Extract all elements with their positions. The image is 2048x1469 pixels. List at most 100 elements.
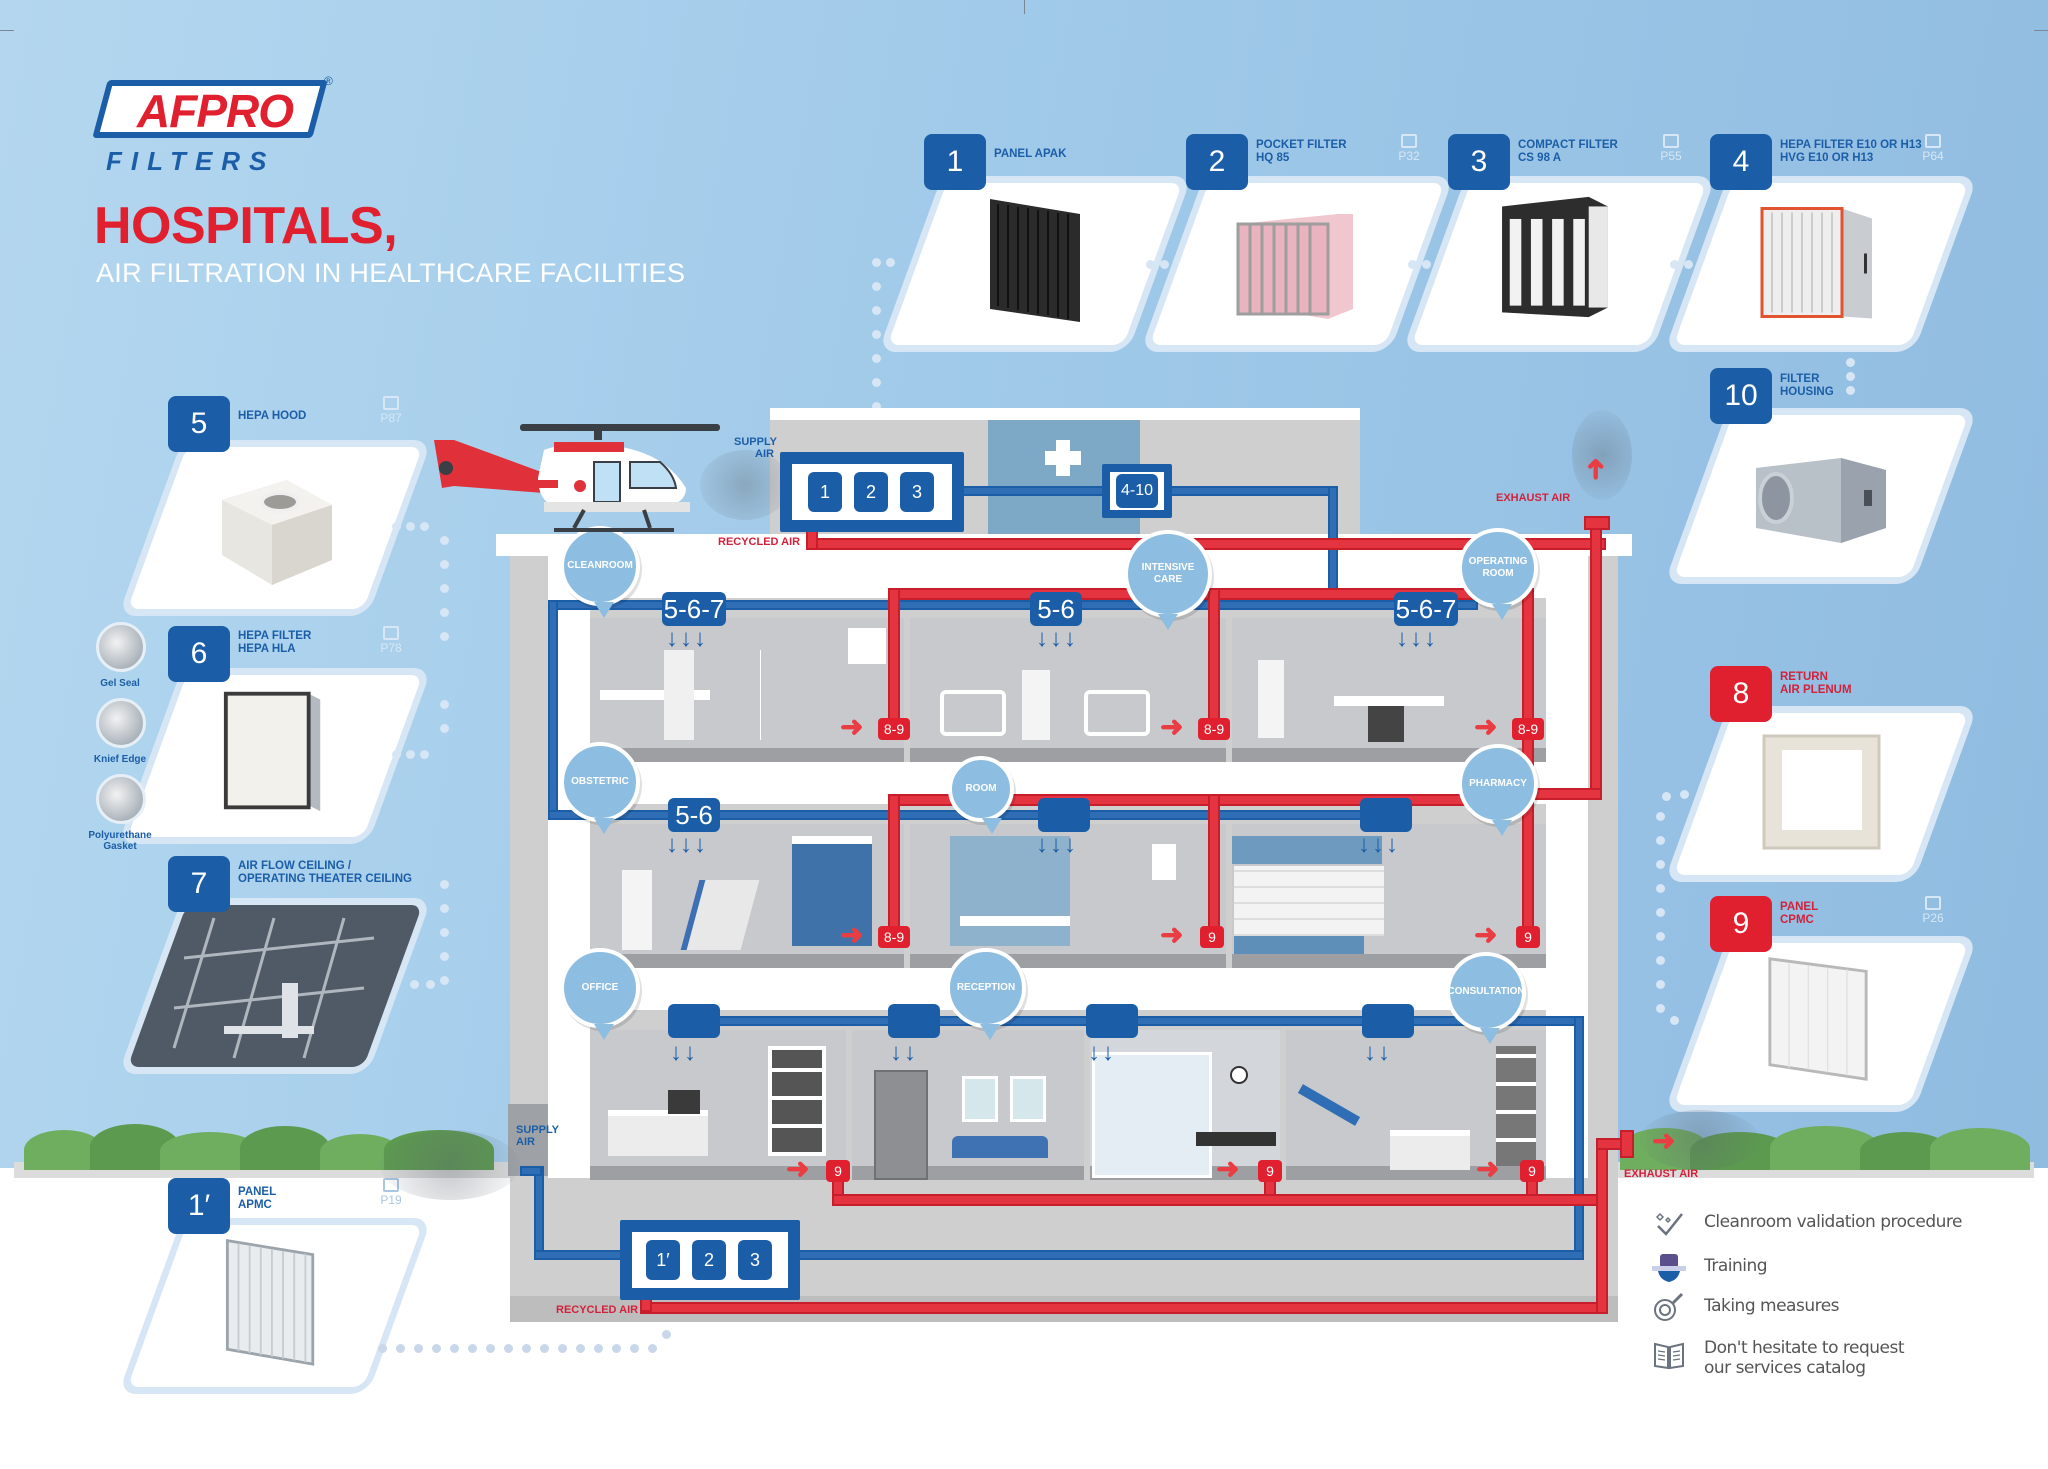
product-badge-9: 9: [1710, 896, 1772, 952]
catalog-page-ref[interactable]: P87: [376, 396, 406, 424]
product-card-pocket-filter[interactable]: [1139, 176, 1455, 352]
hospital-bed: [940, 690, 1006, 736]
hospital-bed: [600, 690, 710, 700]
product-card-hepa-hla[interactable]: [117, 668, 433, 844]
connector-dot: [1656, 980, 1665, 989]
air-handling-unit-basement[interactable]: 1′ 2 3: [620, 1220, 800, 1300]
product-card-filter-housing[interactable]: [1663, 408, 1979, 584]
service-training[interactable]: Training: [1704, 1256, 1768, 1276]
page-number: P26: [1922, 911, 1944, 925]
book-icon: [383, 626, 399, 640]
product-name-7: AIR FLOW CEILING /OPERATING THEATER CEIL…: [238, 860, 412, 886]
product-card-panel-cpmc[interactable]: [1663, 936, 1979, 1112]
service-taking-measures[interactable]: Taking measures: [1704, 1296, 1840, 1316]
room-label-pharmacy[interactable]: PHARMACY: [1458, 744, 1538, 836]
catalog-page-ref[interactable]: P64: [1918, 134, 1948, 162]
product-card-panel-apmc[interactable]: [117, 1218, 433, 1394]
product-badge-1: 1: [924, 134, 986, 190]
medical-cross-icon: [1045, 451, 1081, 465]
supply-airflow-arrows-icon: ↓↓↓: [666, 625, 708, 652]
label-line: Polyurethane: [88, 830, 152, 841]
name-line: HVG E10 or H13: [1780, 152, 1874, 164]
connector-dot: [406, 750, 415, 759]
product-card-compact-filter[interactable]: [1401, 176, 1717, 352]
room-label-cleanroom[interactable]: CLEANROOM: [560, 526, 640, 618]
name-line: RETURN: [1780, 671, 1828, 683]
return-airflow-arrow-icon: ➜: [1160, 711, 1184, 742]
name-line: CPMC: [1780, 914, 1814, 926]
operating-ceiling-image: [172, 917, 375, 1059]
connector-dot: [1846, 372, 1855, 381]
catalog-page-ref[interactable]: P26: [1918, 896, 1948, 924]
recycled-air-label: RECYCLED AIR: [556, 1304, 639, 1316]
return-airflow-arrow-icon: ➜: [1474, 919, 1498, 950]
catalog-page-ref[interactable]: P78: [376, 626, 406, 654]
product-card-hepa-hood[interactable]: [117, 440, 433, 616]
return-airflow-arrow-icon: ➜: [1476, 1153, 1500, 1184]
page-number: P64: [1922, 149, 1944, 163]
exhaust-particles: [1640, 1110, 1760, 1170]
connector-dot: [1670, 1016, 1679, 1025]
supply-airflow-arrows-icon: ↓↓: [890, 1039, 918, 1066]
room-label-obstetric[interactable]: OBSTETRIC: [560, 742, 640, 834]
room-label-room[interactable]: ROOM: [948, 756, 1014, 834]
connector-dot: [378, 1344, 387, 1353]
return-unit-office: 9: [826, 1160, 850, 1182]
product-card-panel-apak[interactable]: [877, 176, 1193, 352]
crop-mark: [1024, 0, 1025, 14]
product-card-hepa-hvg[interactable]: [1663, 176, 1979, 352]
supply-unit-cleanroom: 5-6-7: [662, 592, 726, 626]
waiting-chairs: [952, 1136, 1048, 1158]
air-handling-unit-top[interactable]: 1 2 3: [780, 452, 964, 532]
product-badge-7: 7: [168, 856, 230, 912]
connector-dot: [420, 750, 429, 759]
measuring-gauge-icon: [1654, 1292, 1684, 1321]
room-label-office[interactable]: OFFICE: [560, 948, 640, 1040]
filter-housing-unit[interactable]: 4-10: [1102, 464, 1172, 518]
catalog-book-icon: [1654, 1342, 1684, 1370]
registered-mark: ®: [324, 74, 333, 88]
service-cleanroom-validation[interactable]: Cleanroom validation procedure: [1704, 1212, 1962, 1232]
connector-dot: [426, 980, 435, 989]
book-icon: [1663, 134, 1679, 148]
catalog-page-ref[interactable]: P19: [376, 1178, 406, 1206]
recycled-air-duct-basement: [640, 1302, 1608, 1314]
supply-duct-basement: [534, 1250, 1584, 1260]
return-unit-obstetric: 8-9: [878, 926, 910, 948]
floor-slab: [548, 968, 1588, 1010]
product-badge-1-prime: 1′: [168, 1178, 230, 1234]
return-duct-floor1: [832, 1194, 1608, 1206]
monitor-cart: [622, 870, 652, 950]
room-label-reception[interactable]: RECEPTION: [946, 948, 1026, 1040]
connector-dot: [872, 258, 881, 267]
label-line: Don't hesitate to request: [1704, 1338, 1905, 1358]
medical-monitor-cart: [1022, 670, 1050, 740]
connector-dot: [396, 1344, 405, 1353]
filter-module: 3: [738, 1240, 772, 1280]
connector-dot: [1656, 860, 1665, 869]
operating-table-base: [1368, 706, 1404, 742]
hepa-box-filter-image: [1760, 207, 1872, 319]
name-line: FILTER: [1780, 373, 1820, 385]
medical-monitor-cart: [664, 650, 694, 740]
connector-dot: [1656, 836, 1665, 845]
catalog-page-ref[interactable]: P55: [1656, 134, 1686, 162]
product-card-airflow-ceiling[interactable]: [117, 898, 433, 1074]
filter-module: 3: [900, 472, 934, 512]
exhaust-riser: [1596, 1138, 1608, 1314]
room-floor: [910, 748, 1226, 762]
product-card-return-air-plenum[interactable]: [1663, 706, 1979, 882]
room-label-consultation[interactable]: CONSULTATION: [1446, 952, 1526, 1044]
supply-airflow-arrows-icon: ↓↓: [1364, 1039, 1392, 1066]
return-airflow-arrow-icon: ➜: [786, 1153, 810, 1184]
catalog-page-ref[interactable]: P32: [1394, 134, 1424, 162]
label-line: SUPPLY: [734, 436, 778, 448]
filter-module: 2: [692, 1240, 726, 1280]
